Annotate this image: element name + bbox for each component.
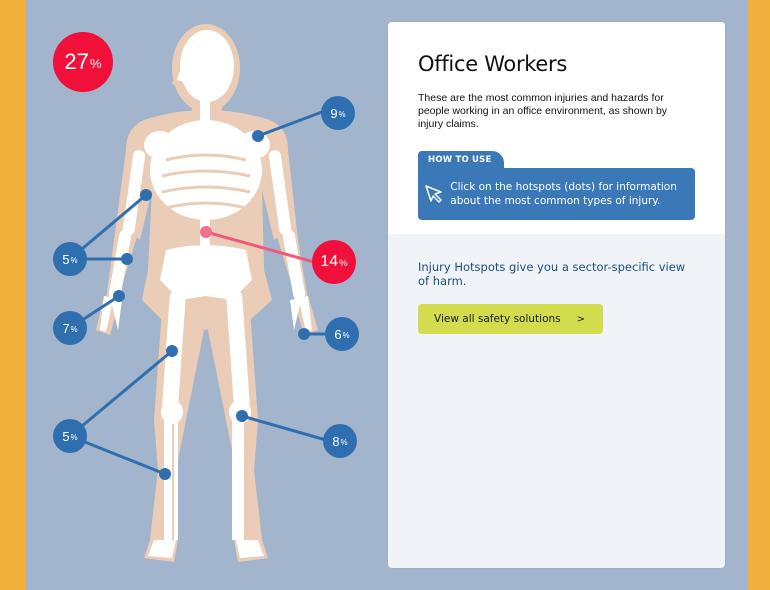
hotspot-overall[interactable]: 27% (53, 32, 113, 92)
how-to-use-content: Click on the hotspots (dots) for informa… (418, 168, 695, 220)
hotspot-hand[interactable]: 6% (325, 317, 359, 351)
hotspot-knee[interactable]: 8% (323, 424, 357, 458)
chevron-right-icon: > (576, 313, 586, 325)
view-all-safety-solutions-button[interactable]: View all safety solutions > (418, 304, 604, 334)
hotspot-shoulder[interactable]: 9% (321, 96, 355, 130)
info-panel-footer: Injury Hotspots give you a sector-specif… (388, 234, 725, 360)
how-to-use-box: HOW TO USE Click on the hotspots (dots) … (418, 147, 695, 220)
tagline: Injury Hotspots give you a sector-specif… (418, 260, 686, 288)
cursor-arrow-icon (418, 184, 450, 204)
info-panel: Office Workers These are the most common… (388, 22, 725, 568)
hotspot-arm-elbow[interactable]: 5% (53, 242, 87, 276)
page-title: Office Workers (418, 52, 568, 76)
body-skeleton-figure (69, 24, 327, 562)
cta-label: View all safety solutions (434, 313, 561, 325)
how-to-use-text: Click on the hotspots (dots) for informa… (450, 181, 677, 207)
hotspot-wrist[interactable]: 7% (53, 311, 87, 345)
info-panel-header: Office Workers These are the most common… (388, 22, 725, 234)
hotspot-lower-back[interactable]: 14% (312, 240, 356, 284)
hotspot-leg[interactable]: 5% (53, 419, 87, 453)
injury-hotspots-stage: 27% 9% 14% 5% 7% 6% 5% 8% Office Workers… (26, 0, 748, 590)
how-to-use-tab-label: HOW TO USE (418, 151, 504, 168)
panel-description: These are the most common injuries and h… (418, 92, 668, 130)
